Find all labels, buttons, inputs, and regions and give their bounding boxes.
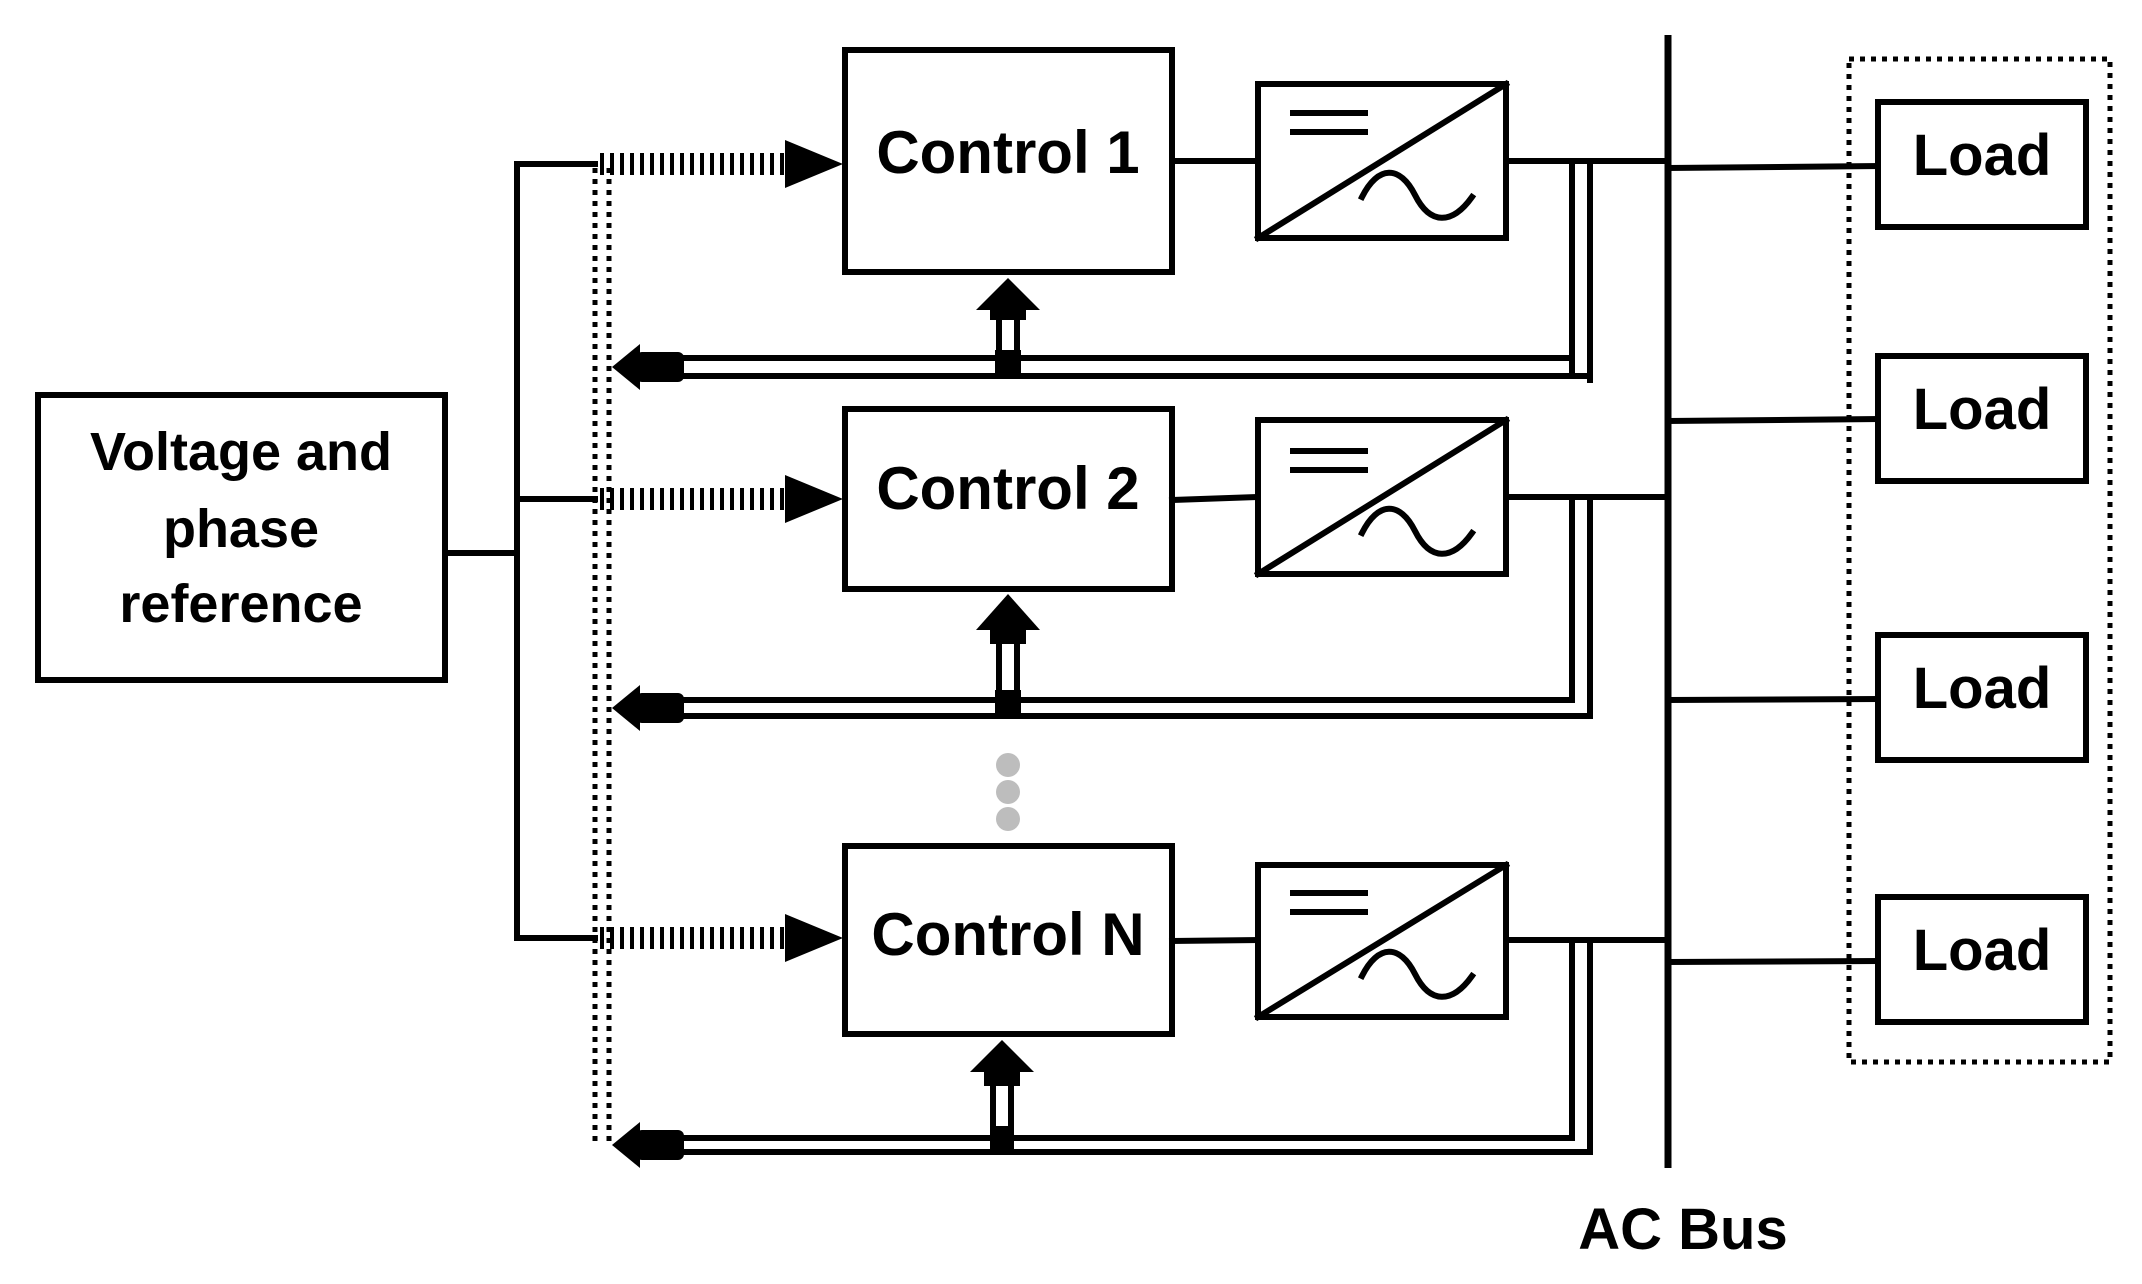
load-label-2: Load [1913,377,2052,442]
reference-block: Voltage and phase reference [35,392,448,683]
ac-bus-label: AC Bus [1578,1197,1787,1262]
control-unit-2: Control 2 [595,406,1175,592]
feedback-arrow-2-icon [612,685,640,731]
reference-distribution-wires [442,161,598,941]
load-label-4: Load [1913,918,2052,983]
communication-bus [592,168,612,1142]
ac-wave-1-icon [1357,169,1477,221]
feedback-loop-2 [612,494,1593,731]
load-group-boundary [1846,56,2113,1065]
inverter-n [1168,860,1671,1022]
hatched-input-n [595,927,785,949]
reference-label-line1: Voltage and [90,422,392,482]
more-units-ellipsis [996,753,1020,831]
inverter-1 [1169,79,1671,243]
reference-label-line3: reference [119,574,362,634]
inverter-2 [1168,415,1671,579]
load-1: Load [1875,99,2089,230]
control-label-2: Control 2 [876,455,1139,522]
feedback-arrow-1-icon [612,344,640,390]
control-label-1: Control 1 [876,119,1139,186]
load-label-3: Load [1913,656,2052,721]
load-label-1: Load [1913,123,2052,188]
load-feeders [1664,162,1882,966]
ac-bus: AC Bus [1578,35,1788,1262]
feedback-loop-1 [612,158,1593,390]
ac-wave-2-icon [1357,505,1477,557]
hatched-input-2 [595,488,785,510]
control-unit-1: Control 1 [595,47,1175,275]
control-unit-n: Control N [595,843,1175,1037]
feedback-arrow-n-icon [612,1122,640,1168]
load-4: Load [1875,894,2089,1025]
hatched-input-1 [595,153,785,175]
load-3: Load [1875,632,2089,763]
reference-label-line2: phase [163,499,319,559]
control-label-n: Control N [871,901,1144,968]
load-2: Load [1875,353,2089,484]
ac-wave-n-icon [1357,948,1477,1000]
feedback-loop-n [612,937,1593,1168]
